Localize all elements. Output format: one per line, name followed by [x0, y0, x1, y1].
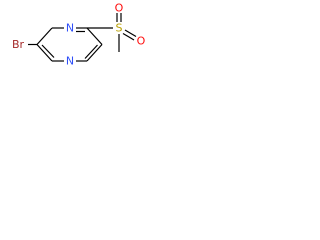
molecule-diagram: Br N N S O O — [12, 2, 146, 68]
bond-s-o-right-2 — [122, 32, 135, 41]
bond-c5-c4-double — [36, 44, 53, 62]
bond-n4-c-double — [41, 44, 55, 58]
bonds — [28, 13, 137, 62]
atom-n-top: N — [66, 22, 74, 35]
bond-s-o-right-1 — [124, 29, 137, 38]
atom-o-right: O — [137, 35, 146, 48]
atom-br: Br — [12, 38, 25, 51]
bond-c3-c4-double — [84, 44, 98, 59]
structure-canvas: Br N N S O O — [0, 0, 164, 89]
bond-c3-c4 — [86, 44, 103, 62]
bond-c2-c3 — [86, 27, 103, 45]
atom-s: S — [116, 22, 123, 35]
atom-n-bottom: N — [66, 55, 74, 68]
atom-o-top: O — [115, 2, 124, 15]
bond-c5-c6 — [36, 27, 53, 45]
